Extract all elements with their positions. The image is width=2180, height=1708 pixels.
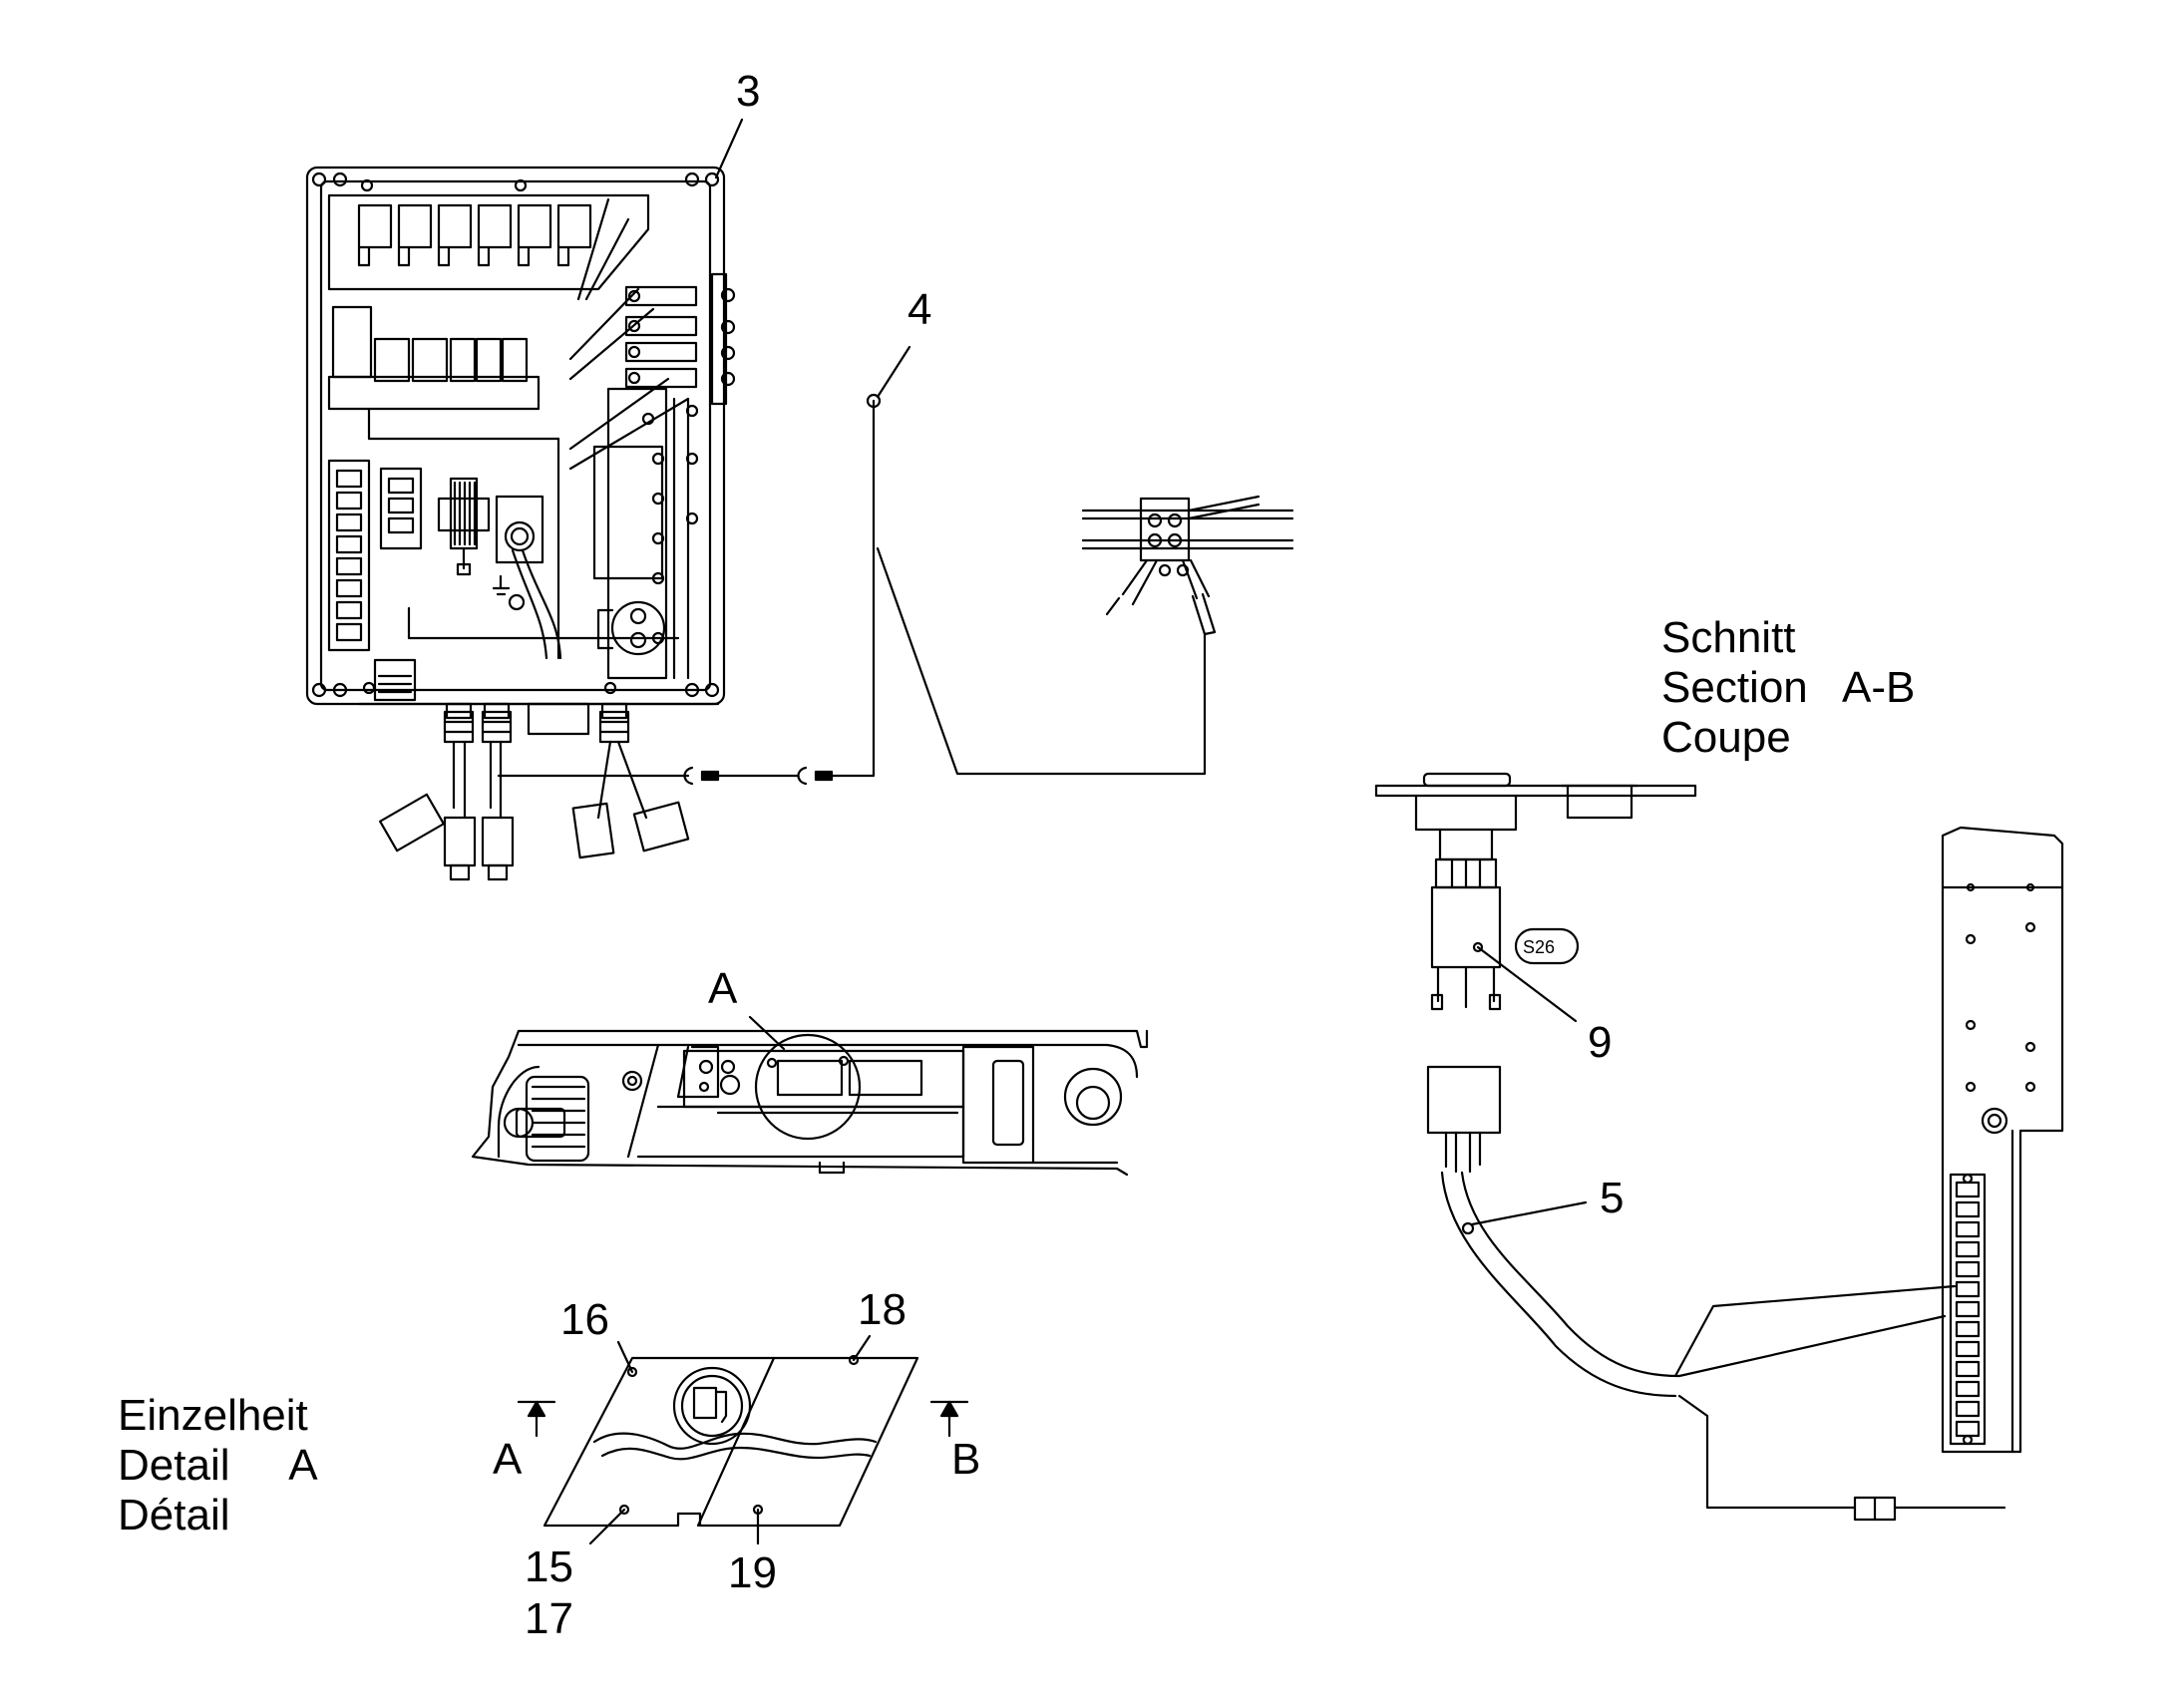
section-title-line1: Schnitt — [1661, 613, 1796, 662]
detail-title-line2: Detail A — [118, 1441, 318, 1490]
callout-15: 15 — [525, 1542, 573, 1591]
callout-18: 18 — [858, 1285, 907, 1334]
harness — [1426, 1065, 2006, 1522]
section-title-line3: Coupe — [1661, 713, 1791, 762]
switch-s26 — [1374, 772, 1697, 1023]
switch-tag: S26 — [1523, 937, 1555, 957]
section-mark-left: A — [493, 1435, 523, 1484]
section-mark-right: B — [951, 1435, 980, 1484]
callout-5: 5 — [1600, 1174, 1624, 1222]
section-title-line2: Section A-B — [1661, 663, 1915, 712]
machine-view — [471, 1015, 1149, 1177]
callout-3: 3 — [736, 67, 760, 116]
detail-a-plate — [517, 1334, 969, 1545]
callout-9: 9 — [1588, 1018, 1612, 1067]
detail-title-line1: Einzelheit — [118, 1391, 308, 1440]
side-panel — [1941, 826, 2064, 1454]
callout-16: 16 — [560, 1295, 609, 1344]
detail-marker: A — [708, 964, 738, 1013]
callout-19: 19 — [728, 1548, 777, 1597]
leader-lines — [714, 118, 911, 399]
connector-assembly — [876, 495, 1294, 776]
detail-title-line3: Détail — [118, 1491, 230, 1539]
callout-4: 4 — [908, 285, 931, 334]
callout-17: 17 — [525, 1594, 573, 1643]
labels: 3 4 9 5 16 18 15 17 19 A A B Schnitt Sec… — [118, 67, 1915, 1643]
control-box — [305, 166, 882, 881]
